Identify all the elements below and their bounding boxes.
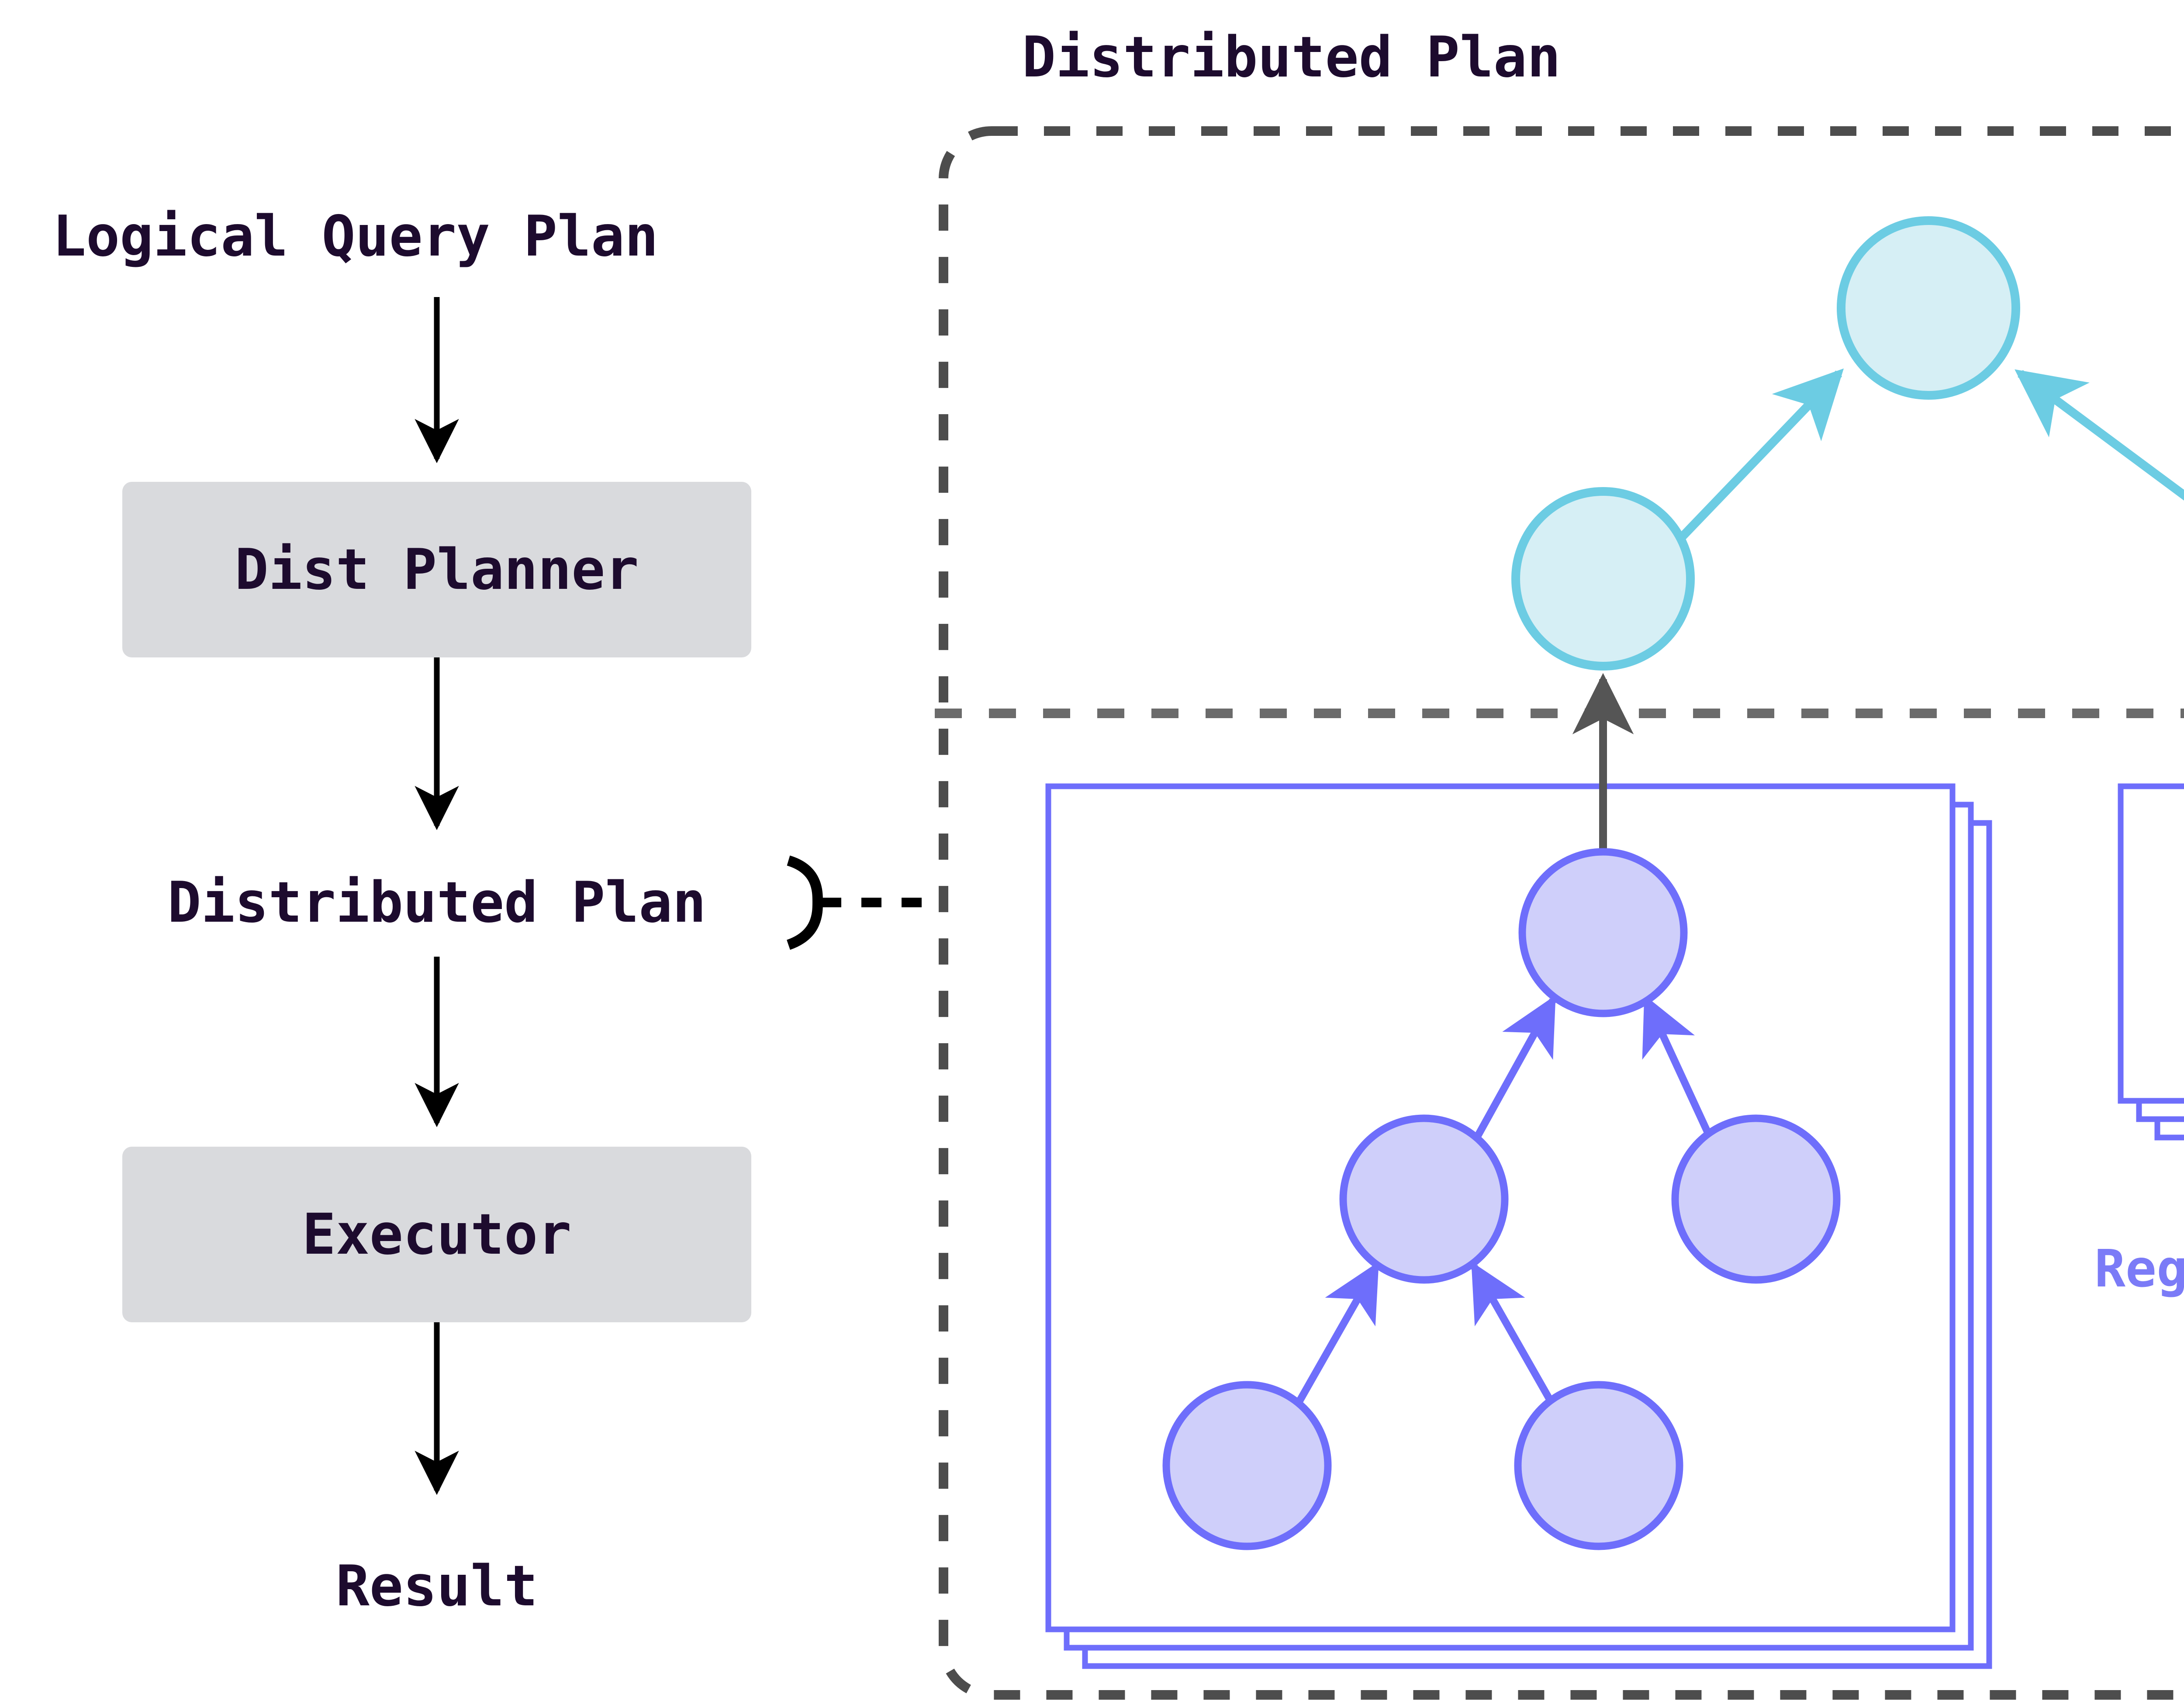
distributed-plan-title: Distributed Plan (1022, 25, 1561, 90)
brace-connector-icon (786, 855, 823, 950)
datanode-edge-mid-to-root (1471, 995, 1556, 1144)
regions-label: Regions (2094, 1238, 2184, 1299)
frontend-edge-left-to-root (1678, 368, 1844, 540)
distributed-plan-container: Distributed Plan Frontend Stage Datanode… (935, 25, 2184, 1700)
pipeline-step-logical-query-plan: Logical Query Plan (52, 204, 658, 269)
datanode-edge-right-to-root (1642, 995, 1716, 1144)
datanode-node-dn-l-leaf1 (1162, 1381, 1332, 1550)
frontend-edge-right-to-root (2015, 369, 2184, 501)
datanode-edge-leaf1-to-mid (1292, 1262, 1379, 1411)
frontend-node-fe-left (1511, 487, 1695, 671)
pipeline-box-dist-planner (122, 482, 751, 657)
datanode-node-dn-l-mid (1339, 1114, 1509, 1284)
region-group-large (1045, 783, 1992, 1669)
pipeline-box-executor (122, 1147, 751, 1322)
pipeline-step-executor-label: Executor (302, 1202, 572, 1267)
region-card-front (2118, 783, 2184, 1104)
datanode-node-dn-l-root (1518, 848, 1688, 1017)
left-pipeline: Logical Query Plan Dist Planner Distribu… (52, 204, 943, 1619)
datanode-node-dn-l-leaf2 (1514, 1381, 1683, 1550)
pipeline-step-dist-planner-label: Dist Planner (235, 537, 639, 602)
datanode-node-dn-l-right (1671, 1114, 1841, 1284)
frontend-node-fe-root (1837, 216, 2020, 400)
region-group-small (2118, 783, 2184, 1141)
datanode-edge-leaf2-to-mid (1471, 1262, 1559, 1411)
pipeline-step-distributed-plan: Distributed Plan (168, 870, 706, 935)
pipeline-step-result: Result (336, 1554, 538, 1619)
